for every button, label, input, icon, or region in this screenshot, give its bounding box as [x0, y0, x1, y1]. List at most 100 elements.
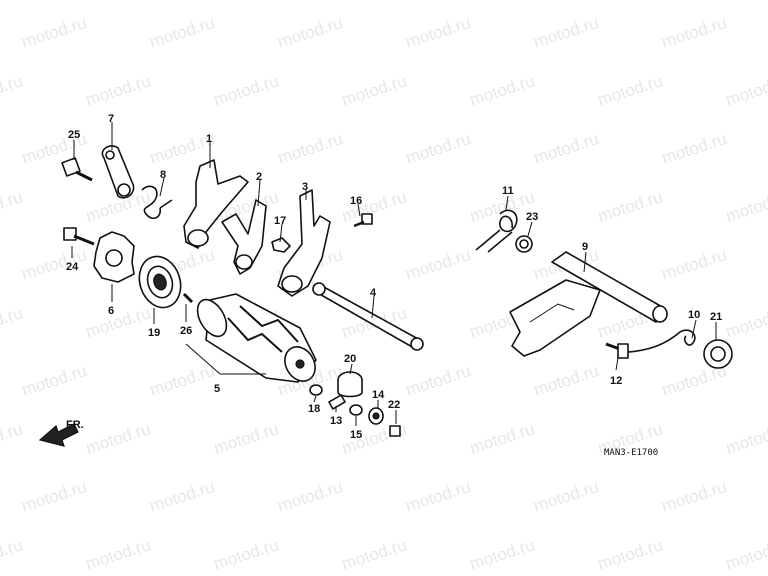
watermark-text: motod.ru [19, 361, 89, 400]
part-5-shift-drum [196, 293, 317, 383]
part-15-washer [349, 404, 363, 416]
watermark-text: motod.ru [211, 419, 281, 458]
watermark-text: motod.ru [0, 71, 25, 110]
watermark-text: motod.ru [211, 535, 281, 574]
part-16-bolt [353, 213, 373, 228]
watermark-text: motod.ru [147, 477, 217, 516]
watermark-text: motod.ru [403, 361, 473, 400]
part-17-clip [271, 237, 291, 253]
diagram-code: MAN3-E1700 [604, 448, 658, 458]
callout-11: 11 [502, 185, 514, 197]
part-3-shift-fork [277, 189, 331, 297]
callout-21: 21 [710, 311, 722, 323]
watermark-text: motod.ru [403, 13, 473, 52]
watermark-text: motod.ru [723, 535, 768, 574]
callout-9: 9 [582, 241, 588, 253]
watermark-text: motod.ru [19, 477, 89, 516]
callout-5-bracket [185, 343, 266, 375]
part-8-spring [141, 185, 173, 220]
watermark-text: motod.ru [723, 187, 768, 226]
watermark-text: motod.ru [339, 535, 409, 574]
part-25-bolt [61, 157, 93, 182]
part-22-nut [389, 425, 401, 437]
callout-25: 25 [68, 129, 80, 141]
watermark-text: motod.ru [531, 13, 601, 52]
callout-13: 13 [330, 415, 342, 427]
watermark-text: motod.ru [275, 13, 345, 52]
callout-23: 23 [526, 211, 538, 223]
part-1-shift-fork [183, 159, 249, 249]
watermark-text: motod.ru [531, 361, 601, 400]
callout-2: 2 [256, 171, 262, 183]
watermark-text: motod.ru [147, 361, 217, 400]
part-4-fork-shaft [312, 282, 424, 351]
part-2-shift-fork [221, 199, 267, 275]
direction-label: FR. [66, 419, 84, 431]
callout-10: 10 [688, 309, 700, 321]
watermark-text: motod.ru [83, 419, 153, 458]
watermark-text: motod.ru [339, 71, 409, 110]
leader-lines [71, 122, 717, 426]
callout-19: 19 [148, 327, 160, 339]
watermark-text: motod.ru [403, 245, 473, 284]
part-13-bolt [328, 394, 346, 410]
watermark-text: motod.ru [211, 71, 281, 110]
watermark-text: motod.ru [659, 13, 729, 52]
watermark-text: motod.ru [595, 535, 665, 574]
watermark-text: motod.ru [659, 477, 729, 516]
watermark-text: motod.ru [531, 129, 601, 168]
watermark-text: motod.ru [467, 535, 537, 574]
part-7-stopper-arm [101, 145, 135, 199]
callout-7: 7 [108, 113, 114, 125]
callout-8: 8 [160, 169, 166, 181]
watermark-text: motod.ru [723, 419, 768, 458]
watermark-text: motod.ru [19, 245, 89, 284]
watermark-text: motod.ru [0, 535, 25, 574]
part-24-bolt [63, 227, 95, 246]
callout-14: 14 [372, 389, 385, 401]
watermark-text: motod.ru [659, 245, 729, 284]
callout-3: 3 [302, 181, 308, 193]
watermark-text: motod.ru [275, 477, 345, 516]
watermark-text: motod.ru [19, 13, 89, 52]
watermark-text: motod.ru [83, 535, 153, 574]
watermark-text: motod.ru [403, 477, 473, 516]
callout-18: 18 [308, 403, 320, 415]
callout-16: 16 [350, 195, 362, 207]
callout-numbers: 25 7 8 1 2 3 17 16 4 24 6 19 26 5 20 18 … [66, 113, 722, 441]
part-23-circlip [515, 235, 533, 253]
watermark-text: motod.ru [0, 419, 25, 458]
part-14-bearing [368, 407, 384, 425]
watermark-text: motod.ru [147, 13, 217, 52]
part-26-pin [182, 292, 194, 304]
callout-20: 20 [344, 353, 356, 365]
watermark-text: motod.ru [275, 129, 345, 168]
callout-22: 22 [388, 399, 400, 411]
callout-4: 4 [370, 287, 377, 299]
callout-1: 1 [206, 133, 212, 145]
front-direction-arrow [38, 423, 79, 447]
part-12-pivot-bolt [605, 342, 629, 359]
watermark-text: motod.ru [467, 419, 537, 458]
watermark-text: motod.ru [83, 303, 153, 342]
watermark-text: motod.ru [595, 187, 665, 226]
part-19-bearing [138, 255, 182, 309]
watermark-text: motod.ru [659, 129, 729, 168]
callout-15: 15 [350, 429, 362, 441]
part-20-collar [337, 371, 363, 398]
part-10-spring-wire [627, 329, 696, 353]
callout-6: 6 [108, 305, 114, 317]
watermark-text: motod.ru [723, 303, 768, 342]
watermark-text: motod.ru [403, 129, 473, 168]
watermark-text: motod.ru [595, 71, 665, 110]
part-9-shift-spindle [509, 251, 668, 357]
part-6-star-plate [93, 231, 135, 283]
callout-5: 5 [214, 383, 220, 395]
callout-24: 24 [66, 261, 79, 273]
watermark-text: motod.ru [723, 71, 768, 110]
callout-26: 26 [180, 325, 192, 337]
watermark-text: motod.ru [467, 71, 537, 110]
callout-17: 17 [274, 215, 286, 227]
